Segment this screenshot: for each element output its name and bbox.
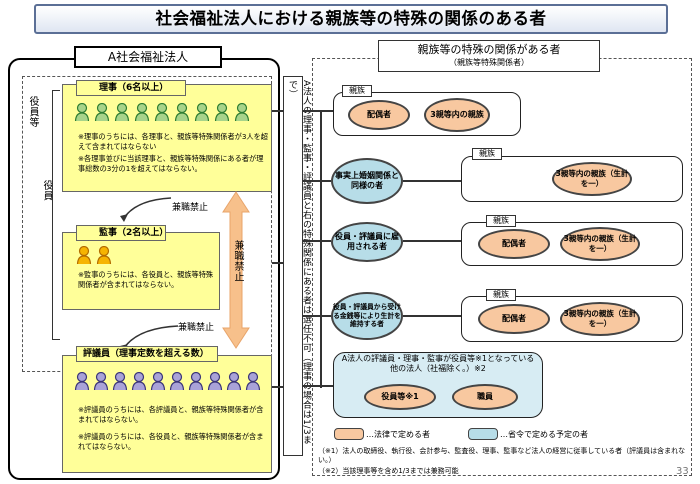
kenkin-label-1: 兼職禁止 xyxy=(172,203,209,213)
kanji-header: 監事（2名以上） xyxy=(76,225,168,241)
right-spine xyxy=(320,110,322,388)
row4-item-kin: 3親等内の親族（生計を一） xyxy=(560,302,640,336)
person-icon xyxy=(74,372,90,390)
spine-link-3 xyxy=(303,240,331,242)
kanji-note: ※監事のうちには、各役員と、親族等特殊関係者が含まれてはならない。 xyxy=(78,270,214,289)
row5-header: A法人の評議員・理事・監事が役員等※1となっている他の法人（社福除く。）※2 xyxy=(341,354,535,373)
spine-link-1 xyxy=(303,110,333,112)
person-icon xyxy=(188,372,204,390)
legend-orange-swatch xyxy=(334,428,364,440)
legend-blue-label: …省令で定める予定の者 xyxy=(500,430,588,439)
person-icon xyxy=(96,246,112,264)
legend-blue-swatch xyxy=(468,428,498,440)
page-number: 33 xyxy=(676,466,689,477)
related-persons-subtitle: （親族等特殊関係者） xyxy=(449,58,529,67)
row4-item-spouse: 配偶者 xyxy=(478,304,550,334)
row4-tag: 親族 xyxy=(486,289,516,301)
kenkin-label-2: 兼職禁止 xyxy=(178,323,215,333)
person-icon xyxy=(234,103,250,121)
row3-bracket xyxy=(461,222,683,266)
person-icon xyxy=(93,372,109,390)
legend-orange-label: …法律で定める者 xyxy=(366,430,430,439)
row5-box xyxy=(333,352,543,418)
row2-link xyxy=(403,180,461,182)
hyogiin-note-1: ※評議員のうちには、各評議員と、親族等特殊関係者が含まれてはならない。 xyxy=(78,405,264,424)
row2-item-kin: 3親等内の親族（生計を一） xyxy=(552,162,632,196)
middle-rule-text: A法人の理事・監事・評議員と右の特殊関係にある者は選任不可（理事の場合は1/3ま… xyxy=(287,80,311,445)
person-icon xyxy=(134,103,150,121)
kenkin-double-arrow xyxy=(222,191,250,349)
row3-link xyxy=(403,240,461,242)
footnote-1: （※1）法人の取締役、執行役、会計参与、監査役、理事、監事など法人の経営に従事し… xyxy=(318,447,686,464)
connector-left-3 xyxy=(272,386,284,388)
connector-left-1 xyxy=(272,110,284,112)
row4-left: 役員・評議員から受ける金銭等により生計を維持する者 xyxy=(331,292,403,340)
person-icon xyxy=(94,103,110,121)
kanji-box xyxy=(62,232,220,310)
corporation-label: A社会福祉法人 xyxy=(74,46,222,68)
person-icon xyxy=(74,103,90,121)
connector-left-2 xyxy=(272,262,284,264)
kenkin-vertical-label: 兼職禁止 xyxy=(232,240,243,282)
kenkin-arrow-1 xyxy=(120,197,172,222)
middle-rule-box xyxy=(283,76,303,456)
row2-tag: 親族 xyxy=(472,148,502,160)
related-persons-title: 親族等の特殊の関係がある者 xyxy=(417,43,561,56)
row3-item-spouse: 配偶者 xyxy=(478,229,550,259)
person-icon xyxy=(131,372,147,390)
person-icon xyxy=(154,103,170,121)
row2-bracket xyxy=(461,156,683,202)
row4-bracket xyxy=(461,296,683,342)
row1-bracket xyxy=(333,92,521,136)
riji-people xyxy=(74,103,274,127)
footnote-2: （※2）当該理事等を含め1/3までは兼務可能 xyxy=(318,467,459,475)
person-icon xyxy=(207,372,223,390)
person-icon xyxy=(112,372,128,390)
row1-item-kin: 3親等内の親族 xyxy=(424,98,490,132)
person-icon xyxy=(76,246,92,264)
riji-header: 理事（6名以上） xyxy=(76,80,186,96)
person-icon xyxy=(245,372,261,390)
person-icon xyxy=(114,103,130,121)
hyogiin-note-2: ※評議員のうちには、各役員と、親族等特殊関係者が含まれてはならない。 xyxy=(78,432,264,451)
person-icon xyxy=(174,103,190,121)
row1-item-spouse: 配偶者 xyxy=(348,100,410,130)
person-icon xyxy=(226,372,242,390)
spine-link-4 xyxy=(303,315,331,317)
kanji-people xyxy=(76,246,126,270)
person-icon xyxy=(194,103,210,121)
spine-link-2 xyxy=(303,180,331,182)
person-icon xyxy=(169,372,185,390)
person-icon xyxy=(150,372,166,390)
row5-item-staff: 職員 xyxy=(452,384,518,410)
page-title: 社会福祉法人における親族等の特殊の関係のある者 xyxy=(34,4,668,34)
person-icon xyxy=(214,103,230,121)
row3-item-kin: 3親等内の親族（生計を一） xyxy=(560,227,640,261)
row4-link xyxy=(403,315,461,317)
row1-tag: 親族 xyxy=(342,85,372,97)
yakuin-bracket xyxy=(52,90,60,340)
related-persons-header: 親族等の特殊の関係がある者 （親族等特殊関係者） xyxy=(378,40,600,72)
row2-left: 事実上婚姻関係と同様の者 xyxy=(331,158,403,204)
spine-link-5 xyxy=(303,385,333,387)
officers-label: 役員等 xyxy=(27,96,38,128)
hyogiin-people xyxy=(74,372,274,396)
riji-box xyxy=(62,84,272,192)
hyogiin-header: 評議員（理事定数を超える数） xyxy=(76,346,218,362)
row3-tag: 親族 xyxy=(486,215,516,227)
row5-item-officer: 役員等※1 xyxy=(364,384,436,410)
riji-note-2: ※各理事並びに当該理事と、親族等特殊関係にある者が理事総数の3分の1を超えてはな… xyxy=(78,154,264,173)
riji-note-1: ※理事のうちには、各理事と、親族等特殊関係者が3人を超えて含まれてはならない xyxy=(78,132,268,151)
yakuin-label: 役員 xyxy=(41,180,52,201)
row3-left: 役員・評議員に雇用される者 xyxy=(331,222,403,262)
